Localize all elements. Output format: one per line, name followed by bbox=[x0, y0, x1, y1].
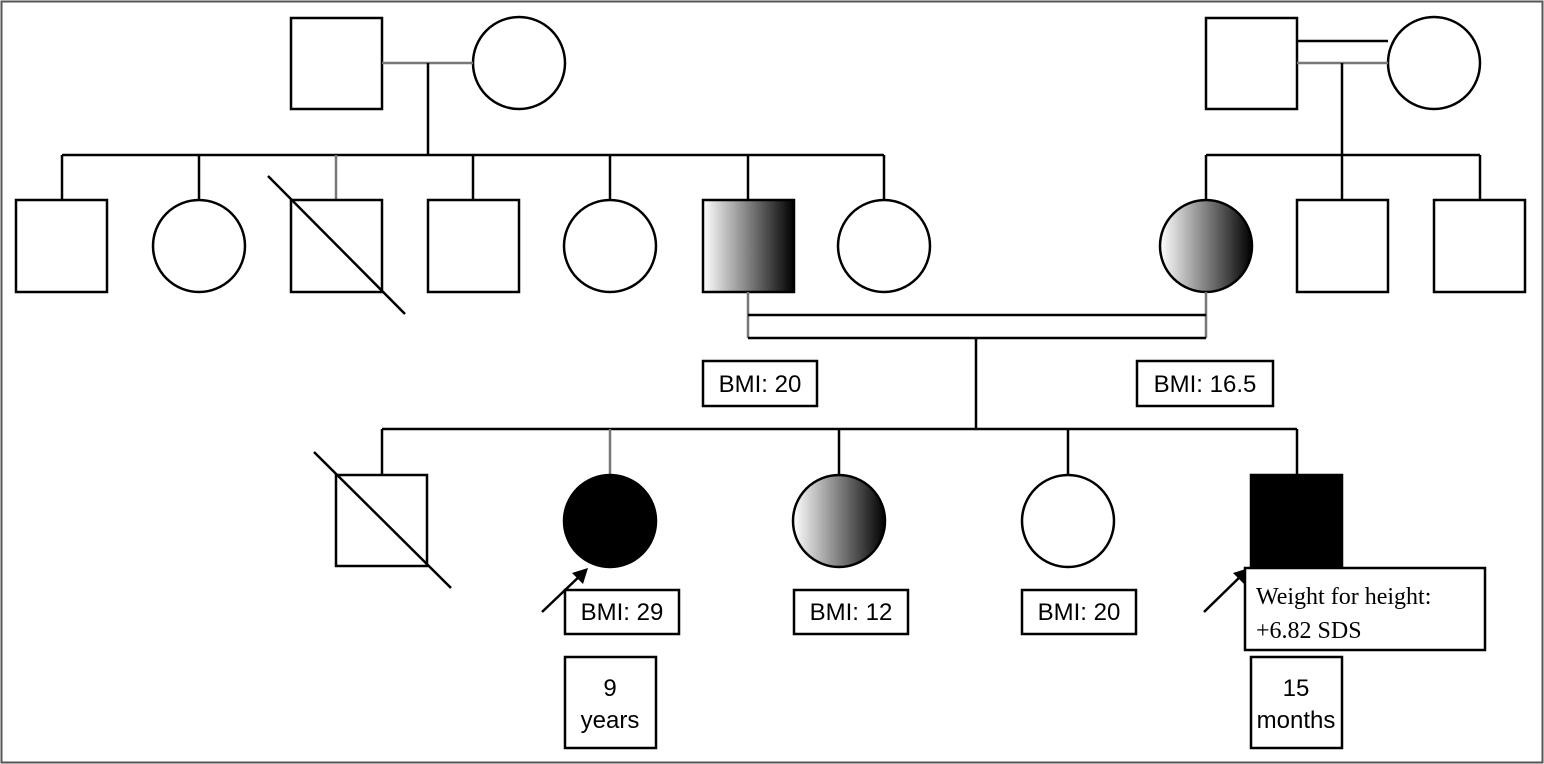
mother-bmi-label: BMI: 16.5 bbox=[1154, 371, 1257, 398]
paternal-grandfather-square bbox=[289, 16, 384, 111]
proband-sister-affected-circle bbox=[562, 473, 658, 569]
sister-unaffected-circle bbox=[1020, 473, 1116, 569]
proband-brother-age-line2: months bbox=[1257, 707, 1336, 734]
proband-brother-weight-label-line2: +6.82 SDS bbox=[1256, 618, 1362, 644]
father-bmi-box bbox=[701, 359, 819, 408]
paternal-aunt-circle bbox=[151, 198, 247, 294]
sister2-bmi-box bbox=[1020, 588, 1138, 636]
proband-sister-age-box bbox=[563, 655, 658, 750]
paternal-aunt-circle bbox=[836, 198, 932, 294]
proband-sister-age-line1: 9 bbox=[603, 675, 616, 702]
proband-arrowhead bbox=[572, 568, 588, 584]
maternal-uncle-square bbox=[1295, 198, 1390, 294]
paternal-uncle-square bbox=[426, 198, 521, 294]
father-bmi-label: BMI: 20 bbox=[719, 371, 802, 398]
proband-brother-affected-square bbox=[1249, 473, 1344, 568]
proband-sister-age-line2: years bbox=[581, 707, 640, 734]
sister-bmi-box bbox=[792, 588, 910, 636]
paternal-uncle-square bbox=[14, 198, 109, 294]
maternal-uncle-square bbox=[1432, 198, 1527, 294]
proband-brother-age-box bbox=[1249, 655, 1344, 750]
proband-brother-age-line1: 15 bbox=[1283, 675, 1310, 702]
proband-brother-weight-label-line1: Weight for height: bbox=[1256, 584, 1431, 610]
mother-bmi-box bbox=[1135, 359, 1275, 408]
deceased-slash bbox=[313, 451, 452, 589]
proband-arrow bbox=[1203, 571, 1246, 613]
paternal-aunt-circle bbox=[562, 198, 658, 294]
deceased-slash bbox=[267, 175, 406, 315]
proband-brother-weight-box bbox=[1243, 566, 1487, 652]
sister2-bmi-label: BMI: 20 bbox=[1038, 599, 1121, 626]
paternal-grandmother-circle bbox=[471, 15, 567, 111]
sister-carrier-circle bbox=[791, 473, 887, 569]
father-carrier-square bbox=[701, 198, 796, 294]
mother-carrier-circle bbox=[1158, 198, 1254, 294]
maternal-grandfather-square bbox=[1204, 16, 1299, 111]
maternal-grandmother-circle bbox=[1386, 15, 1482, 111]
proband-sister-bmi-box bbox=[563, 588, 681, 636]
sister-bmi-label: BMI: 12 bbox=[810, 599, 893, 626]
proband-arrow bbox=[541, 571, 585, 613]
proband-sister-bmi-label: BMI: 29 bbox=[581, 599, 664, 626]
